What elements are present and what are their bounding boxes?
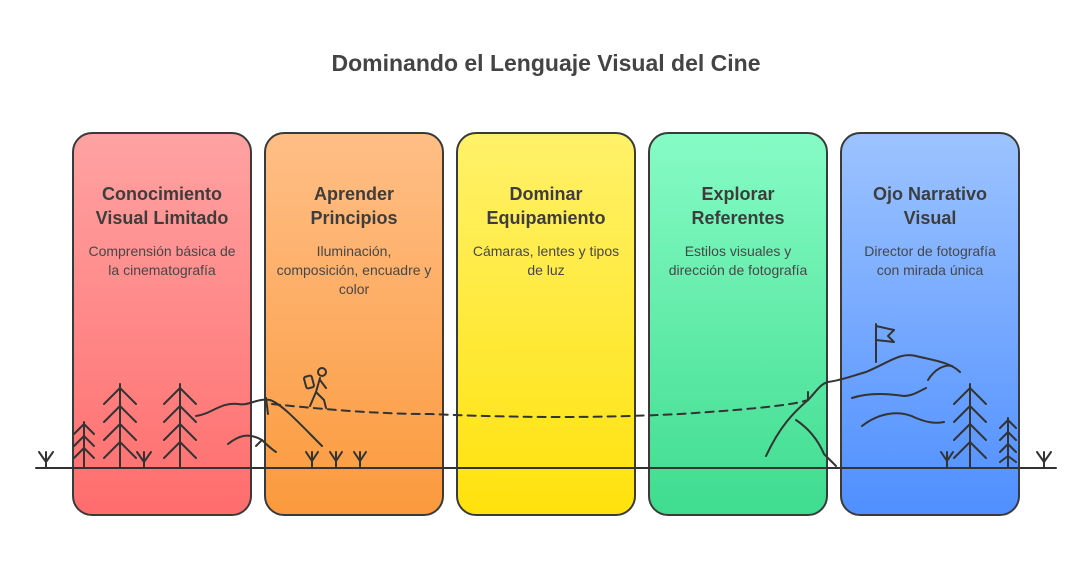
progress-path bbox=[271, 399, 809, 418]
diagram-title: Dominando el Lenguaje Visual del Cine bbox=[331, 50, 761, 76]
stage-title: Ojo Narrativo Visual bbox=[872, 184, 988, 228]
mountain-icon bbox=[227, 434, 277, 453]
summit-flag-icon bbox=[875, 323, 895, 363]
stage-title: Explorar Referentes bbox=[691, 184, 785, 228]
pine-tree-icon bbox=[163, 383, 197, 469]
mountain-icon bbox=[765, 354, 961, 457]
stage-card-3: Dominar Equipamiento Cámaras, lentes y t… bbox=[456, 132, 636, 516]
stage-title: Dominar Equipamiento bbox=[486, 184, 606, 228]
stage-card-4: Explorar Referentes Estilos visuales y d… bbox=[648, 132, 828, 516]
grass-tuft-icon bbox=[38, 451, 54, 469]
stage-description: Cámaras, lentes y tipos de luz bbox=[472, 243, 620, 278]
stage-title: Aprender Principios bbox=[310, 184, 398, 228]
stage-title: Conocimiento Visual Limitado bbox=[95, 184, 229, 228]
stage-card-1: Conocimiento Visual Limitado Comprensión… bbox=[72, 132, 252, 516]
pine-tree-icon bbox=[999, 417, 1017, 469]
pine-tree-icon bbox=[103, 383, 137, 469]
stage-description: Director de fotografía con mirada única bbox=[864, 243, 996, 278]
stage-card-5: Ojo Narrativo Visual Director de fotogra… bbox=[840, 132, 1020, 516]
stage-description: Iluminación, composición, encuadre y col… bbox=[276, 243, 432, 297]
grass-tuft-icon bbox=[1036, 451, 1052, 469]
mountain-icon bbox=[195, 398, 323, 447]
hiker-icon bbox=[303, 367, 327, 409]
grass-tuft-icon bbox=[136, 451, 152, 469]
pine-tree-icon bbox=[73, 421, 95, 469]
grass-tuft-icon bbox=[940, 451, 954, 469]
stage-description: Estilos visuales y dirección de fotograf… bbox=[668, 243, 808, 278]
pine-tree-icon bbox=[953, 383, 987, 469]
grass-tuft-icon bbox=[305, 451, 367, 469]
stage-card-2: Aprender Principios Iluminación, composi… bbox=[264, 132, 444, 516]
stage-description: Comprensión básica de la cinematografía bbox=[88, 243, 236, 278]
